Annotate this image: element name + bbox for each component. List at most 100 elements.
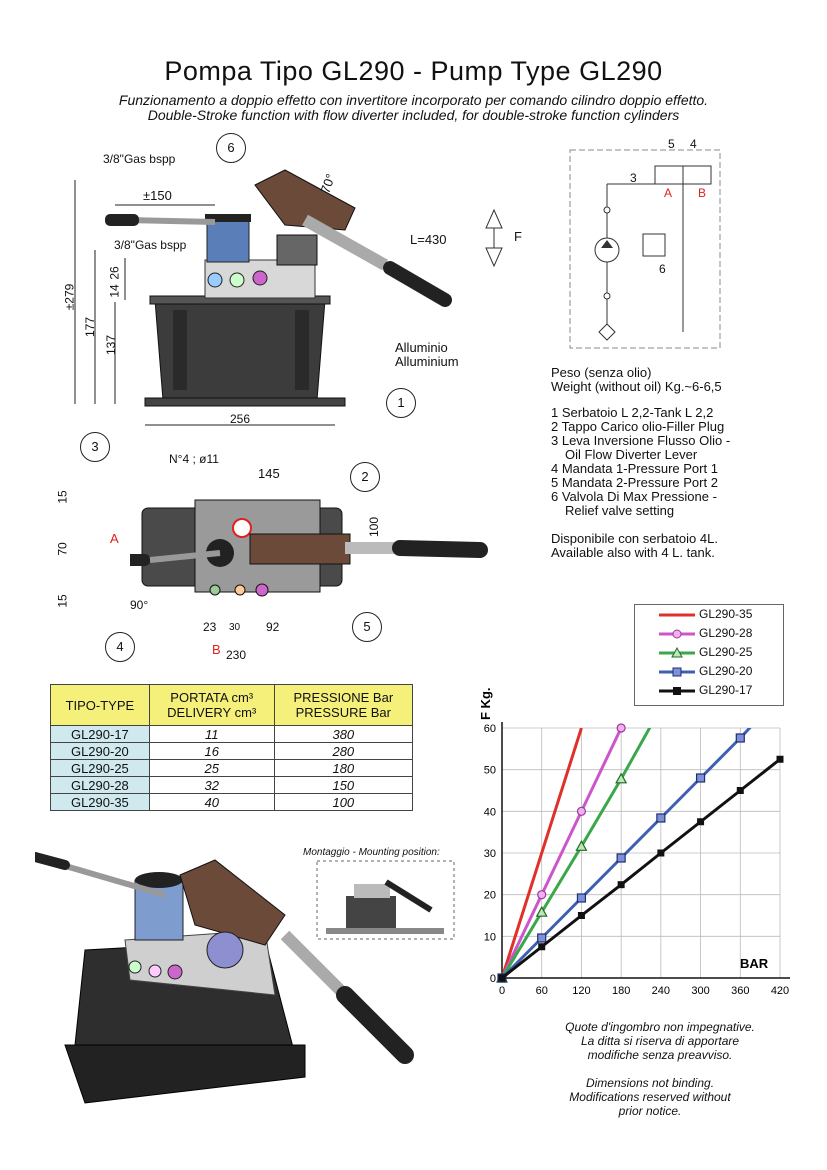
port-label-mid: 3/8"Gas bspp (114, 238, 187, 252)
table-header-row: TIPO-TYPE PORTATA cm³ DELIVERY cm³ PRESS… (50, 684, 414, 726)
page-title: Pompa Tipo GL290 - Pump Type GL290 (164, 56, 663, 86)
series-line (502, 728, 752, 978)
data-point (577, 912, 585, 919)
data-point (656, 813, 666, 823)
cell-type: GL290-20 (50, 742, 150, 760)
dim-137: 137 (104, 334, 119, 356)
x-tick-label: 300 (691, 985, 709, 997)
series-GL290-35 (502, 728, 583, 978)
cell-pressure: 180 (273, 759, 414, 777)
data-point (616, 723, 626, 733)
dim-279: ±279 (62, 283, 77, 311)
legend-label-25: GL290-25 (699, 645, 753, 659)
cell-delivery: 16 (148, 742, 275, 760)
dim-30: 30 (229, 622, 241, 633)
x-tick-label: 120 (572, 985, 590, 997)
schematic-label-4: 4 (690, 137, 697, 151)
part-1: 1 Serbatoio L 2,2-Tank L 2,2 (551, 405, 714, 420)
schematic-label-6: 6 (659, 262, 666, 276)
material-italian: Alluminio (395, 340, 448, 355)
header-pressure: PRESSIONE Bar PRESSURE Bar (273, 684, 414, 726)
dim-92: 92 (266, 620, 280, 634)
callout-5: 5 (352, 612, 382, 642)
data-point (575, 840, 588, 851)
dim-145: 145 (258, 466, 280, 481)
y-tick-label: 50 (484, 765, 496, 777)
schematic-label-3: 3 (630, 171, 637, 185)
header-delivery: PORTATA cm³ DELIVERY cm³ (148, 684, 275, 726)
data-point (617, 881, 625, 889)
data-point (537, 890, 547, 900)
dim-15-top: 15 (55, 490, 70, 504)
schematic-label-5: 5 (668, 137, 675, 151)
series-line (502, 728, 583, 978)
series-GL290-20 (502, 728, 752, 978)
dim-70: 70 (55, 542, 70, 556)
part-2: 2 Tappo Carico olio-Filler Plug (551, 419, 725, 434)
cell-pressure: 280 (273, 742, 414, 760)
cell-type: GL290-35 (50, 793, 150, 811)
cell-type: GL290-28 (50, 776, 150, 794)
header-delivery-it: PORTATA cm³ (170, 690, 254, 705)
part-5: 5 Mandata 2-Pressure Port 2 (551, 475, 718, 490)
callout-3: 3 (80, 432, 110, 462)
header-pressure-it: PRESSIONE Bar (293, 690, 394, 705)
schematic-label-b: B (698, 186, 707, 200)
chart-legend: GL290-35 GL290-28 GL290-25 GL290-20 GL29… (634, 604, 784, 706)
port-b-label: B (212, 642, 221, 657)
x-tick-label: 180 (612, 985, 630, 997)
dim-230: 230 (226, 648, 247, 662)
dim-150: ±150 (143, 188, 172, 203)
dim-100: 100 (367, 516, 382, 538)
dim-256: 256 (230, 412, 251, 426)
hydraulic-schematic (569, 149, 721, 349)
weight-italian: Peso (senza olio) (551, 365, 652, 380)
top-view-drawing (130, 499, 488, 597)
mounting-label: Montaggio - Mounting position: (303, 847, 440, 858)
legend-marker-20 (672, 667, 682, 677)
series-line (502, 728, 623, 978)
callout-2: 2 (350, 462, 380, 492)
note-it-1: Quote d'ingombro non impegnative. (565, 1020, 755, 1034)
data-point (538, 943, 546, 951)
availability-italian: Disponibile con serbatoio 4L. (551, 531, 718, 546)
cell-type: GL290-25 (50, 759, 150, 777)
data-point (697, 818, 705, 826)
y-tick-label: 40 (484, 806, 496, 818)
force-arrows-icon (485, 208, 503, 268)
y-tick-label: 60 (484, 723, 496, 735)
dim-23: 23 (203, 620, 217, 634)
angle-90: 90° (130, 598, 149, 612)
notes-english: Dimensions not binding. Modifications re… (520, 1076, 780, 1118)
info-block: Peso (senza olio) Weight (without oil) K… (551, 366, 730, 560)
header-pressure-en: PRESSURE Bar (295, 705, 391, 720)
note-en-2: Modifications reserved without (569, 1090, 731, 1104)
data-point (695, 773, 706, 783)
part-6: 6 Valvola Di Max Pressione - (551, 489, 717, 504)
mounting-position-drawing (316, 860, 455, 940)
cell-pressure: 380 (273, 725, 414, 743)
legend-label-28: GL290-28 (699, 626, 753, 640)
port-a-label: A (110, 531, 119, 546)
note-it-2: La ditta si riserva di apportare (580, 1034, 740, 1048)
cell-delivery: 25 (148, 759, 275, 777)
data-point (576, 893, 587, 903)
cell-pressure: 150 (273, 776, 414, 794)
force-label: F (514, 229, 522, 244)
subtitle-english: Double-Stroke function with flow diverte… (147, 107, 680, 123)
pump-3d-illustration (35, 852, 414, 1104)
x-tick-label: 240 (652, 985, 670, 997)
availability-english: Available also with 4 L. tank. (551, 545, 715, 560)
cell-delivery: 40 (148, 793, 275, 811)
legend-label-17: GL290-17 (699, 683, 753, 697)
data-point (615, 772, 628, 784)
x-tick-label: 0 (499, 985, 505, 997)
data-point (736, 787, 744, 794)
side-view-drawing (74, 169, 452, 426)
spec-table: TIPO-TYPE PORTATA cm³ DELIVERY cm³ PRESS… (50, 684, 414, 811)
part-3-en: Oil Flow Diverter Lever (565, 447, 698, 462)
series-line (502, 758, 780, 978)
